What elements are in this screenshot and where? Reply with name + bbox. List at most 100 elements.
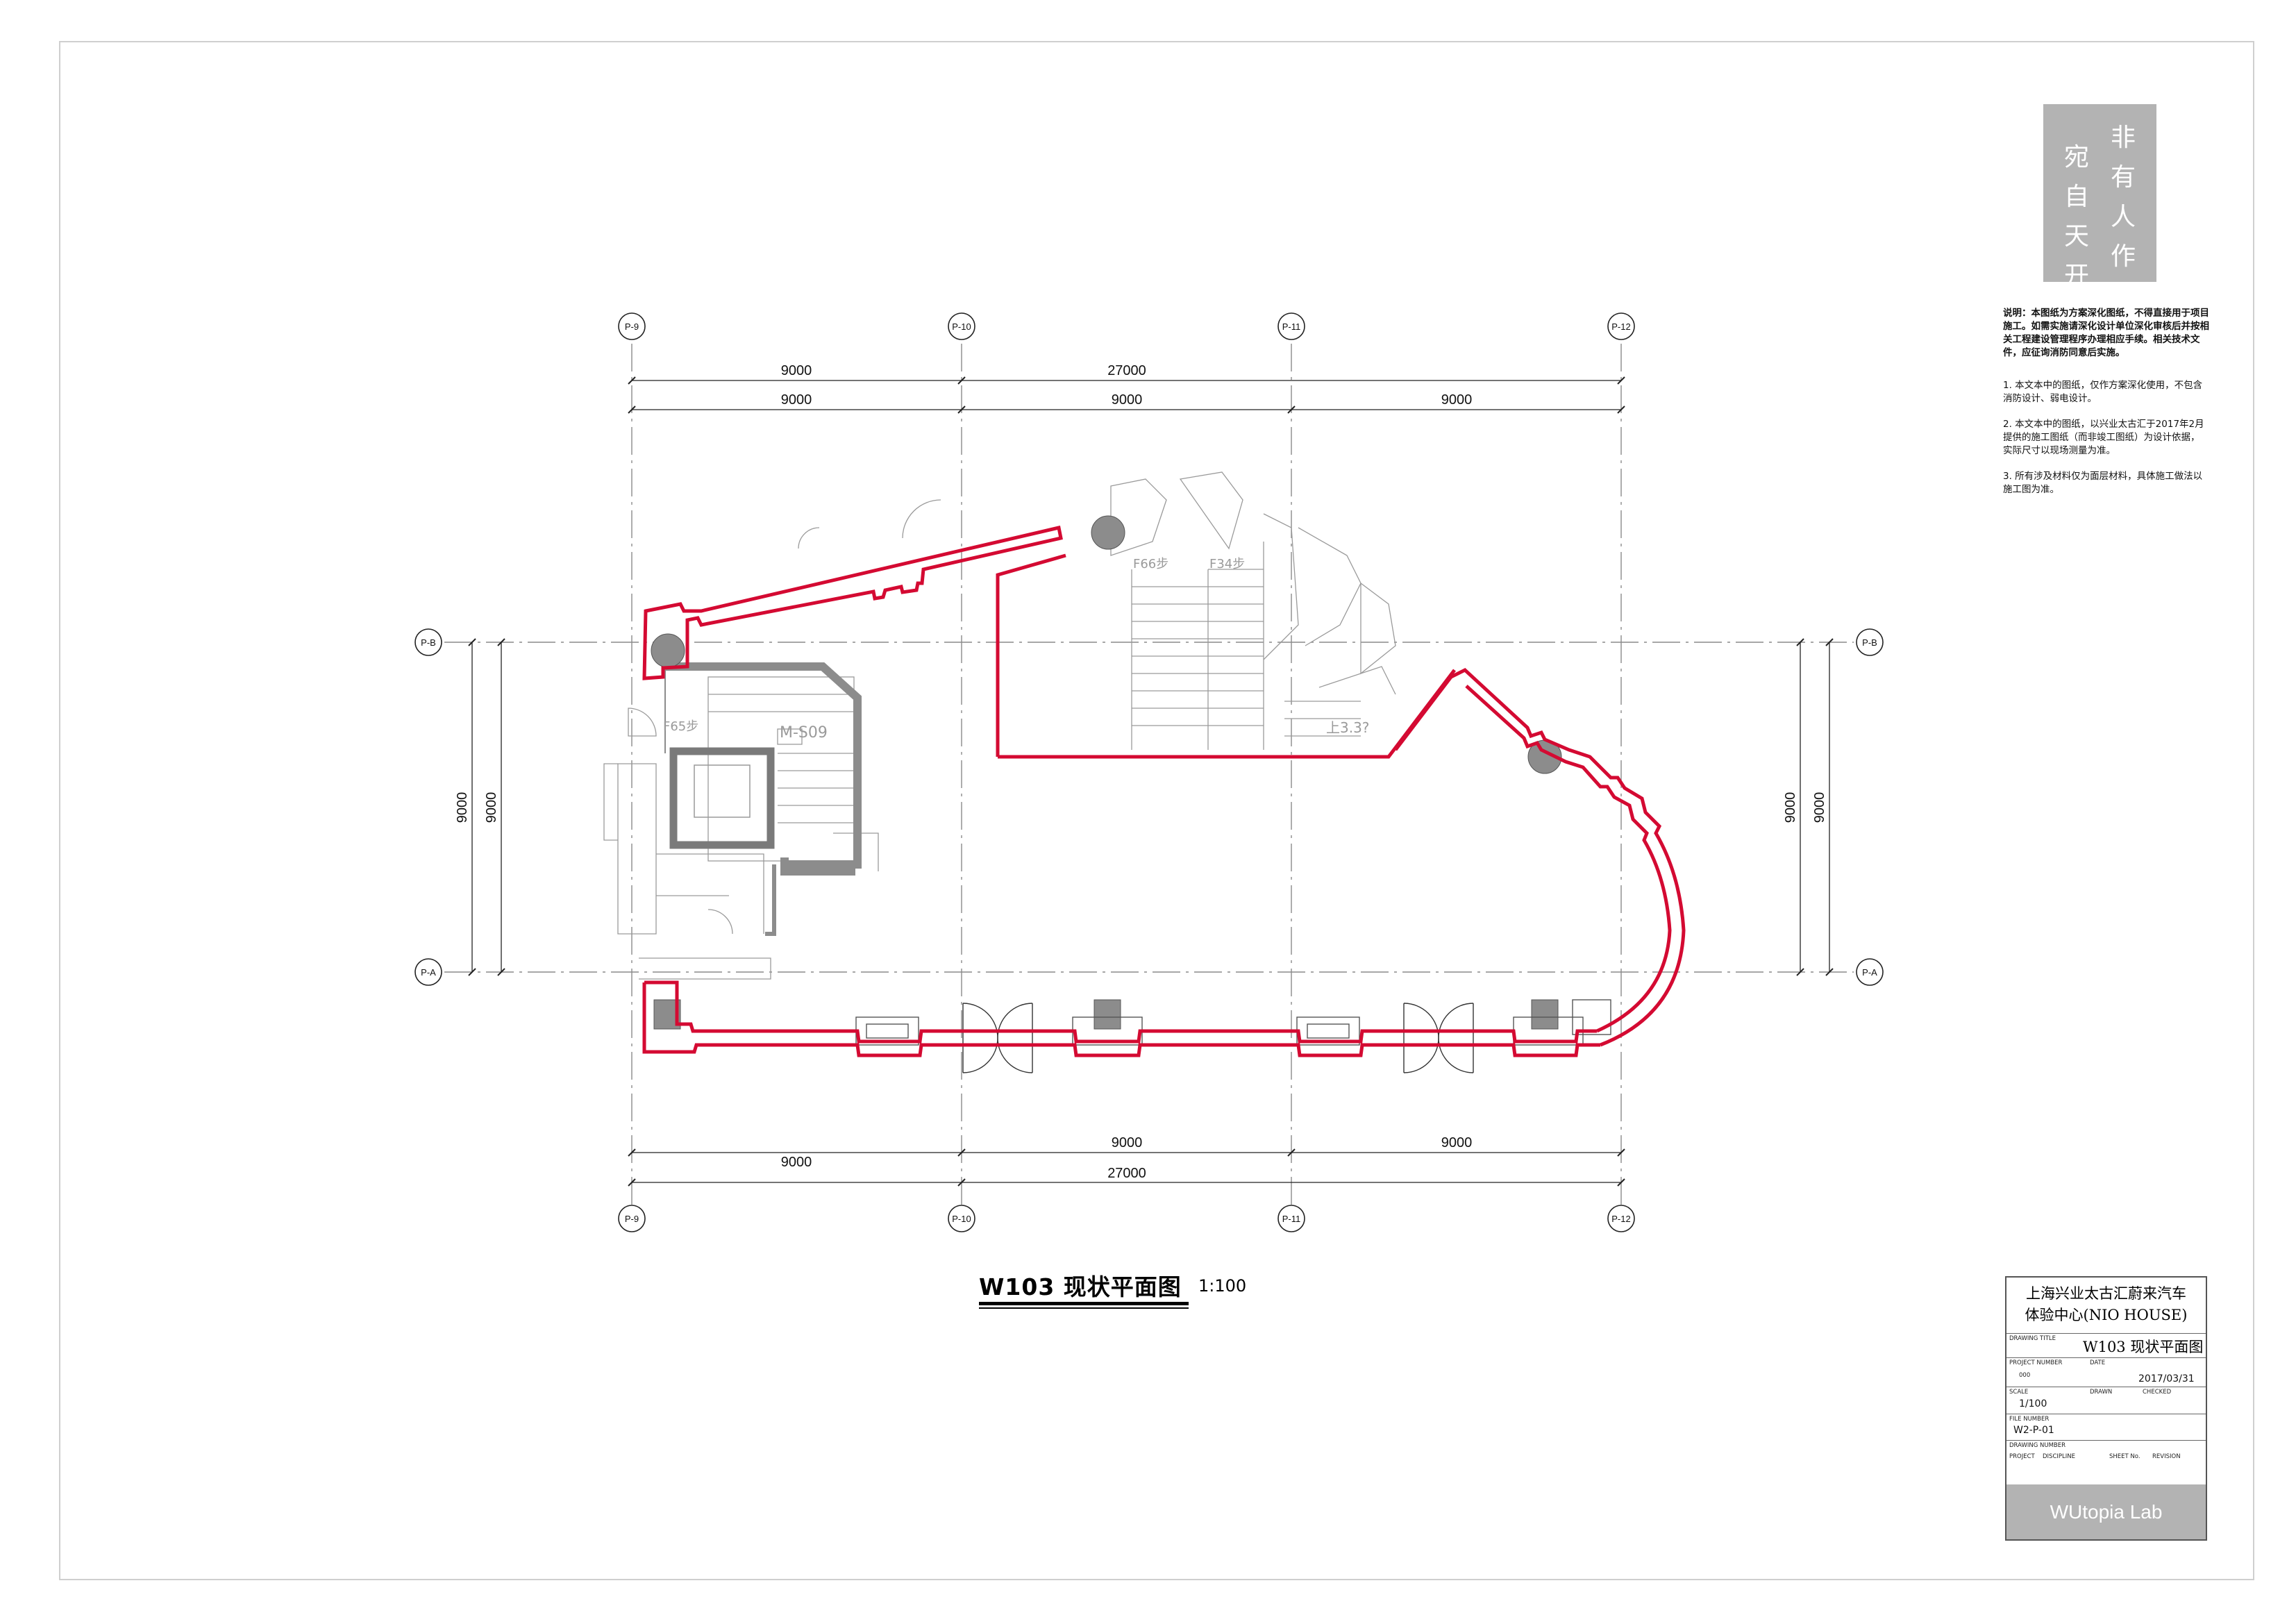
grid-row-right-p-b-bubble	[1856, 628, 1884, 656]
stair-core-walls	[664, 662, 862, 936]
column-square	[1093, 999, 1121, 1030]
grid-col-bottom-p-11-bubble	[1277, 1205, 1305, 1232]
stair-label-left: F65步	[663, 719, 698, 734]
dim-top-inner-2: 9000	[1112, 392, 1143, 408]
logo-column-left: 宛 自 天 开	[2063, 137, 2090, 296]
grid-col-bottom-p-9-bubble	[618, 1205, 646, 1232]
grid-col-top-p-9-label: P-9	[625, 321, 639, 332]
columns	[651, 515, 1562, 1030]
grid-row-left-p-b-bubble	[414, 628, 442, 656]
sheet-border	[59, 41, 2254, 1580]
dim-left-1: 9000	[455, 792, 470, 823]
stair-label-right: F34步	[1209, 557, 1245, 571]
grid-col-bottom-p-11-label: P-11	[1282, 1214, 1301, 1224]
checked-label: CHECKED	[2143, 1389, 2172, 1396]
column-square	[1531, 999, 1559, 1030]
date-value: 2017/03/31	[2138, 1373, 2195, 1384]
entrance-doors	[962, 1003, 1474, 1073]
sheet-number-label: SHEET No.	[2109, 1453, 2140, 1460]
project-name-line1: 上海兴业太古汇蔚来汽车	[2026, 1285, 2186, 1302]
plan-annotations: F65步 M-S09 F66步 F34步 上3.3?	[663, 557, 1369, 742]
door-code-label: M-S09	[780, 724, 828, 742]
design-notes: 说明：本图纸为方案深化图纸，不得直接用于项目施工。如需实施请深化设计单位深化审核…	[2003, 307, 2211, 503]
notes-lead: 说明：本图纸为方案深化图纸，不得直接用于项目施工。如需实施请深化设计单位深化审核…	[2003, 308, 2209, 358]
file-number-value: W2-P-01	[2013, 1425, 2054, 1436]
elevator-shaft	[669, 747, 775, 849]
project-number-label: PROJECT NUMBER	[2009, 1359, 2063, 1366]
grid-row-left-p-a-bubble	[414, 958, 442, 986]
scale-label: SCALE	[2009, 1389, 2029, 1396]
dim-top-outer-2: 27000	[1107, 363, 1146, 378]
dim-top-inner-1: 9000	[781, 392, 812, 408]
divider	[2006, 1440, 2206, 1441]
project-label: PROJECT	[2009, 1453, 2035, 1460]
dimension-lines	[468, 376, 1834, 1187]
grid-col-top-p-10-bubble	[948, 312, 975, 340]
revision-label: REVISION	[2152, 1453, 2181, 1460]
grid-col-top-p-12-label: P-12	[1611, 321, 1630, 332]
left-room-details	[603, 499, 941, 980]
logo-char: 作	[2110, 242, 2136, 271]
studio-name: WUtopia Lab	[2006, 1484, 2206, 1539]
demolition-outline	[642, 525, 1686, 1057]
drawing-title: W103 现状平面图	[979, 1273, 1182, 1300]
grid-col-bottom-p-10-bubble	[948, 1205, 975, 1232]
grid-col-top-p-12-bubble	[1607, 312, 1635, 340]
grid-col-top-p-9-bubble	[618, 312, 646, 340]
grid-row-right-p-a-label: P-A	[1862, 967, 1877, 978]
title-block: 上海兴业太古汇蔚来汽车 体验中心(NIO HOUSE) DRAWING TITL…	[2005, 1276, 2207, 1541]
project-name: 上海兴业太古汇蔚来汽车 体验中心(NIO HOUSE)	[2006, 1278, 2206, 1333]
level-label: 上3.3?	[1326, 719, 1369, 736]
project-name-line2: 体验中心(NIO HOUSE)	[2025, 1307, 2188, 1323]
grid-col-top-p-11-label: P-11	[1282, 321, 1301, 332]
dim-right-1: 9000	[1783, 792, 1798, 823]
grid-row-right-p-a-bubble	[1856, 958, 1884, 986]
logo-char: 开	[2063, 262, 2089, 290]
title-underline	[979, 1302, 1189, 1305]
grid-row-left-p-a-label: P-A	[421, 967, 436, 978]
logo-char: 人	[2110, 203, 2136, 231]
stair-treads	[707, 471, 1396, 862]
logo-char: 非	[2110, 124, 2136, 152]
logo-char: 自	[2063, 183, 2089, 211]
dim-left-2: 9000	[484, 792, 499, 823]
column-round	[1091, 515, 1125, 550]
dim-bottom-inner-2: 9000	[1441, 1135, 1473, 1150]
drawing-number-label: DRAWING NUMBER	[2009, 1442, 2066, 1449]
dim-right-2: 9000	[1812, 792, 1827, 823]
discipline-label: DISCIPLINE	[2043, 1453, 2075, 1460]
date-label: DATE	[2090, 1359, 2106, 1366]
file-number-label: FILE NUMBER	[2009, 1416, 2050, 1423]
divider	[2006, 1357, 2206, 1358]
dim-top-outer-1: 9000	[781, 363, 812, 378]
stair-label-mid: F66步	[1133, 557, 1168, 571]
title-underline-thin	[979, 1307, 1189, 1309]
drawn-label: DRAWN	[2090, 1389, 2113, 1396]
dim-bottom-outer-2: 27000	[1107, 1166, 1146, 1181]
logo-char: 宛	[2063, 143, 2089, 171]
studio-logo: 非 有 人 作 宛 自 天 开	[2043, 104, 2156, 290]
grid-col-bottom-p-9-label: P-9	[625, 1214, 639, 1224]
scale-value: 1/100	[2019, 1398, 2047, 1409]
grid-col-top-p-10-label: P-10	[952, 321, 971, 332]
project-number-value: 000	[2019, 1372, 2031, 1379]
title-block-drawing-title: W103 现状平面图	[2083, 1339, 2204, 1355]
dimension-labels: 9000 27000 9000 9000 9000 9000 9000 9000…	[455, 363, 1827, 1181]
dim-top-inner-3: 9000	[1441, 392, 1473, 408]
logo-column-right: 非 有 人 作	[2109, 118, 2137, 276]
drawing-scale: 1:100	[1198, 1276, 1247, 1296]
grid-col-bottom-p-10-label: P-10	[952, 1214, 971, 1224]
dim-bottom-outer-1: 9000	[781, 1155, 812, 1170]
grid-row-right-p-b-label: P-B	[1862, 637, 1877, 648]
facade-mullions	[855, 999, 1611, 1046]
divider	[2006, 1333, 2206, 1334]
grid-col-top-p-11-bubble	[1277, 312, 1305, 340]
column-round	[651, 633, 685, 668]
dim-bottom-inner-1: 9000	[1112, 1135, 1143, 1150]
grid-row-left-p-b-label: P-B	[421, 637, 436, 648]
note-item: 2. 本文本中的图纸，以兴业太古汇于2017年2月提供的施工图纸（而非竣工图纸）…	[2003, 419, 2204, 456]
logo-char: 有	[2110, 163, 2136, 192]
note-item: 3. 所有涉及材料仅为面层材料，具体施工做法以施工图为准。	[2003, 471, 2203, 495]
